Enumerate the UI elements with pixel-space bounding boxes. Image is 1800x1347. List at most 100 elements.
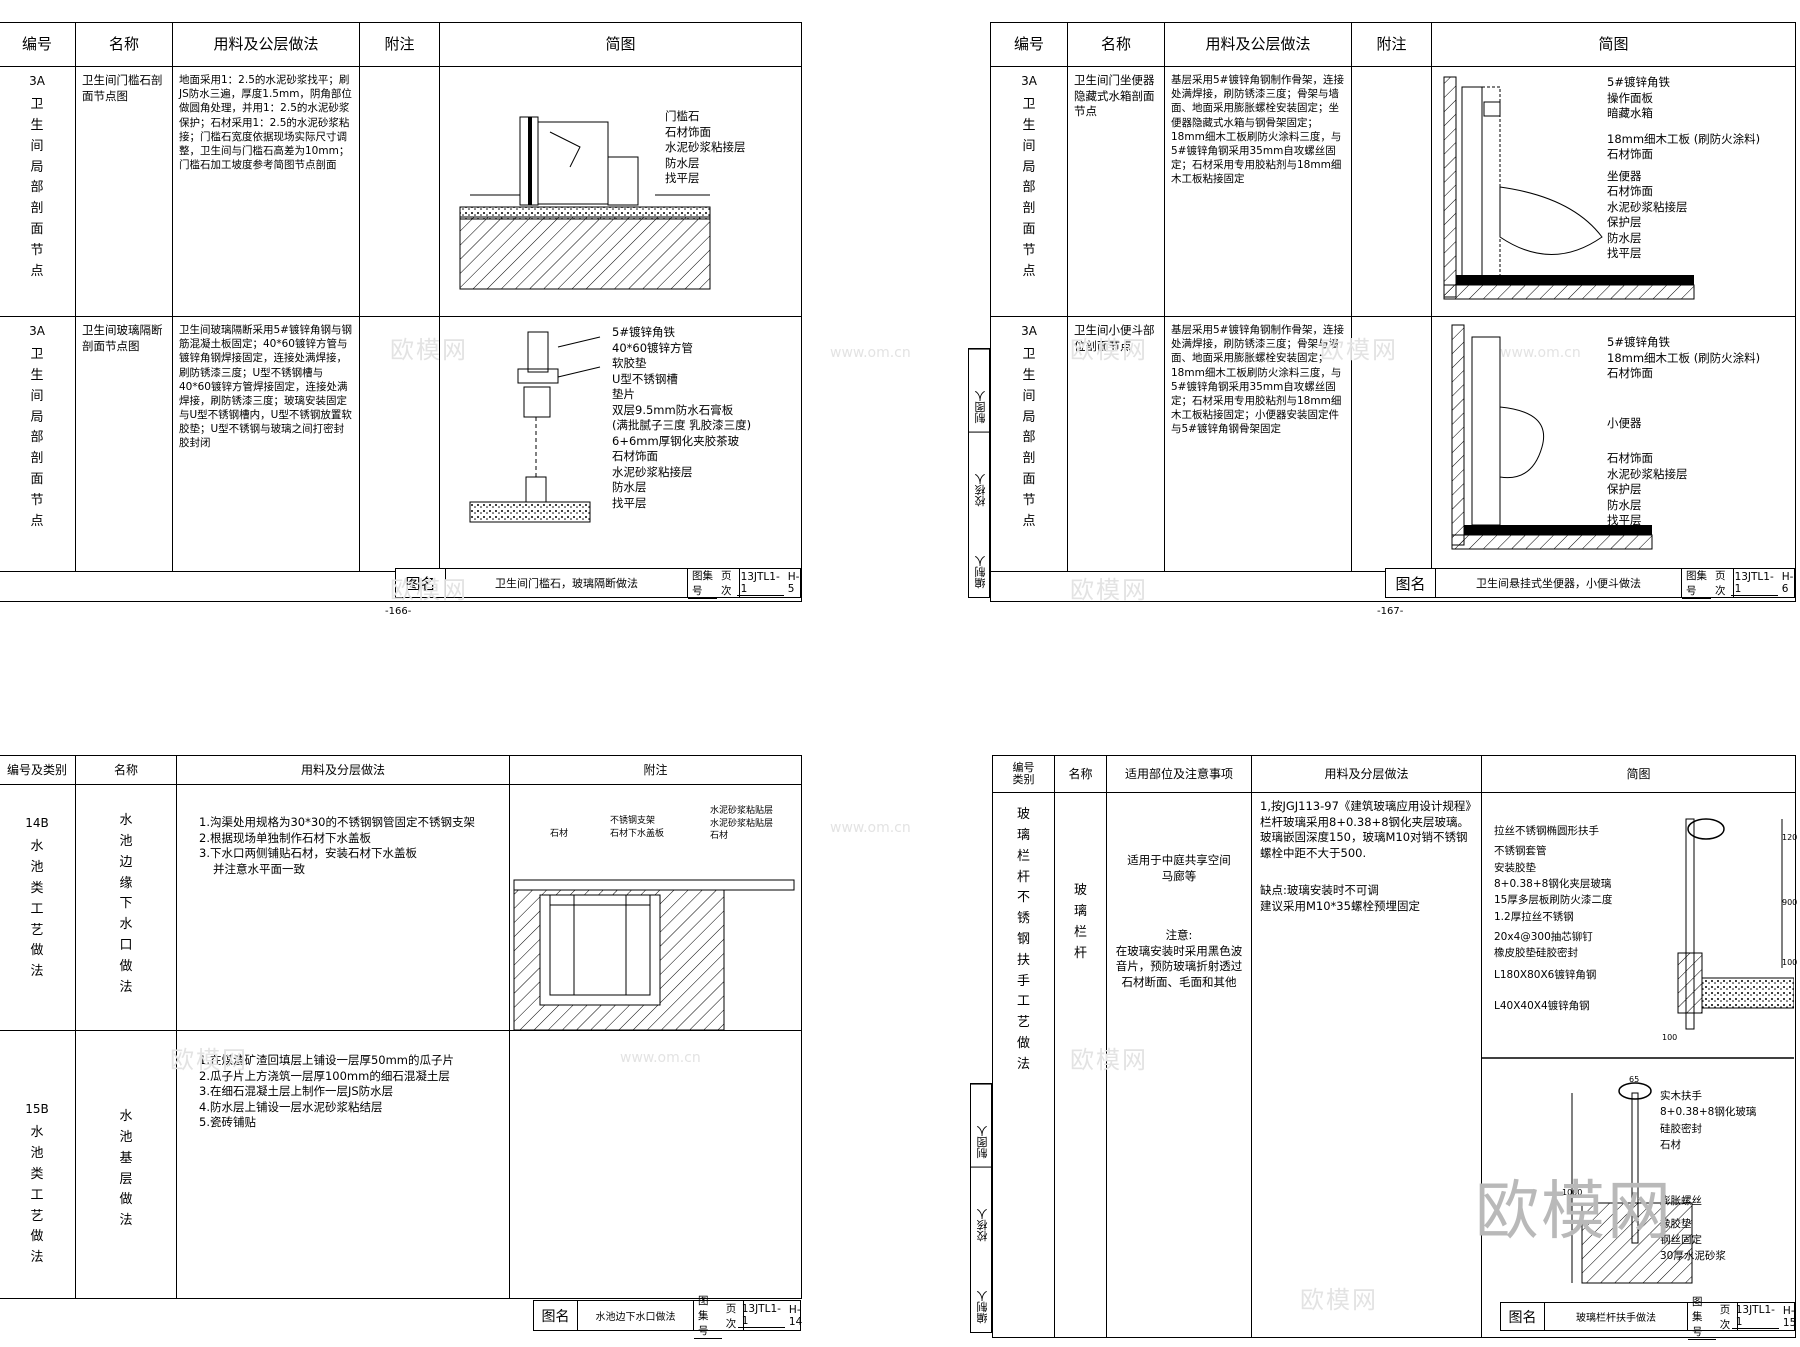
label-item: 钢丝固定 [1660,1233,1702,1246]
step-item: 3.下水口两侧铺贴石材，安装石材下水盖板 [199,846,417,861]
label-item: 水泥砂浆粘贴层 [710,806,774,817]
watermark-url: www.om.cn [830,345,911,361]
row-steps: 1.沟渠处用规格为30*30的不锈钢钢管固定不锈钢支架 2.根据现场单独制作石材… [176,784,510,1032]
header-materials: 用料及公层做法 [172,22,360,67]
label-item: 操作面板 [1607,90,1653,105]
row-category: 水池类工艺做法 [30,839,44,980]
header-category: 类别 [1012,773,1035,787]
step-item: 并注意水平面一致 [213,861,305,876]
row-code: 3A [1021,324,1037,338]
row-name: 水池基层做法 [119,1109,133,1229]
drawing-title: 卫生间门槛石，玻璃隔断做法 [446,569,688,597]
label-item: 石材 [1660,1138,1681,1151]
label-item: 坐便器 [1607,168,1642,183]
step-item: 4.防水层上铺设一层水泥砂浆粘结层 [199,1099,383,1114]
row-materials: 1,按JGJ113-97《建筑玻璃应用设计规程》栏杆玻璃采用8+0.38+8钢化… [1251,792,1482,1339]
sketch-threshold: 门槛石 石材饰面 水泥砂浆粘接层 防水层 找平层 [439,66,802,317]
header-name: 名称 [75,754,177,786]
label-item: 石材下水盖板 [610,828,665,839]
signature-strip: 制图人 校核人 编制人 [968,348,990,598]
label-item: 5#镀锌角铁 [1607,335,1670,349]
glass-labels: 5#镀锌角铁 40*60镀锌方管 软胶垫 U型不锈钢槽 垫片 双层9.5mm防水… [612,325,802,511]
label-item: 找平层 [612,495,647,510]
label-item: 防水层 [1607,230,1642,245]
label-item: 保护层 [1607,482,1642,497]
drafter-label: 制图人 [971,1084,991,1167]
checker-label: 校核人 [969,431,989,515]
dim-label: 900 [1782,898,1798,908]
title-label: 图名 [1501,1303,1545,1330]
step-item: 1.沟渠处用规格为30*30的不锈钢钢管固定不锈钢支架 [199,815,475,830]
label-item: 不锈钢套管 [1494,845,1547,858]
header-materials: 用料及公层做法 [1164,22,1352,67]
compiler-label: 编制人 [976,1290,989,1324]
page-number: H-14 [788,1303,803,1328]
urinal-labels: 5#镀锌角铁 18mm细木工板 (刷防火涂料) 石材饰面 小便器 石材饰面 水泥… [1607,335,1797,529]
sheet4-table: 编号类别 名称 适用部位及注意事项 用料及分层做法 简图 玻璃栏杆不锈钢扶手工艺… [992,754,1798,1339]
row-notes [509,1030,802,1300]
header-sketch: 简图 [439,22,802,67]
header-code-category: 编号及类别 [0,754,76,786]
header-notes: 附注 [509,754,802,786]
set-label: 图集号 [688,568,717,599]
header-name: 名称 [1067,22,1165,67]
label-item: 软胶垫 [612,356,647,371]
usage-text: 适用于中庭共享空间马廊等 [1127,853,1231,883]
toilet-labels: 5#镀锌角铁 操作面板 暗藏水箱 18mm细木工板 (刷防火涂料) 石材饰面 坐… [1607,75,1797,262]
railing-section-drawing [1482,818,1794,1284]
drafter-label: 制图人 [969,349,989,432]
label-item: 橡皮胶垫硅胶密封 [1494,947,1578,960]
label-item: 不锈钢支架 [610,816,656,827]
step-item: 2.根据现场单独制作石材下水盖板 [199,830,371,845]
label-item: 水泥砂浆粘接层 [1607,199,1688,214]
drain-labels-outer: 水泥砂浆粘贴层 水泥砂浆粘贴层 石材 [710,805,773,843]
label-item: 石材饰面 [1607,184,1653,199]
label-item: L180X80X6镀锌角钢 [1494,969,1597,982]
row-materials: 基层采用5#镀锌角钢制作骨架，连接处满焊接，刷防锈漆三度；骨架与墙面、地面采用膨… [1164,66,1352,317]
label-item: 门槛石 [665,109,700,123]
label-item: 5#镀锌角铁 [612,325,675,339]
page-footer: -167- [1377,606,1404,617]
dim-label: 1000 [1562,1188,1583,1198]
threshold-section-drawing [459,116,711,290]
sketch-urinal: 5#镀锌角铁 18mm细木工板 (刷防火涂料) 石材饰面 小便器 石材饰面 水泥… [1431,316,1797,572]
label-item: 石材饰面 [665,124,711,139]
step-item: 2.瓜子片上方浇筑一层厚100mm的细石混凝土层 [199,1068,450,1083]
step-item: 1.在煤渣矿渣回填层上铺设一层厚50mm的瓜子片 [199,1053,455,1068]
label-item: 40*60镀锌方管 [612,340,694,355]
row-materials: 基层采用5#镀锌角钢制作骨架，连接处满焊接，刷防锈漆三度；骨架与墙面、地面采用膨… [1164,316,1352,572]
row-steps: 1.在煤渣矿渣回填层上铺设一层厚50mm的瓜子片 2.瓜子片上方浇筑一层厚100… [176,1030,510,1300]
label-item: 保护层 [1607,215,1642,230]
row-category: 卫生间局部剖面节点 [30,97,44,279]
defect-text: 缺点:玻璃安装时不可调 [1260,883,1379,898]
label-item: 双层9.5mm防水石膏板 [612,402,734,417]
dim-label: 100 [1782,958,1798,968]
label-item: 水泥砂浆粘接层 [665,140,746,155]
drain-section-drawing [513,879,795,1031]
row-notes [1351,66,1432,317]
railing-labels-top: 拉丝不锈钢椭圆形扶手 不锈钢套管 安装胶垫 8+0.38+8钢化夹层玻璃 15厚… [1494,823,1612,1014]
toilet-section-drawing [1443,76,1695,300]
row-code: 15B [25,1102,49,1117]
page-number: H-6 [1781,571,1794,595]
set-label: 图集号 [1688,1294,1716,1340]
header-usage: 适用部位及注意事项 [1106,754,1252,794]
sketch-drain: 不锈钢支架 石材下水盖板 石材 水泥砂浆粘贴层 水泥砂浆粘贴层 石材 [509,784,802,1032]
row-category: 卫生间局部剖面节点 [1022,347,1036,529]
step-item: 3.在细石混凝土层上制作一层JS防水层 [199,1084,394,1099]
dim-label: 100 [1662,1033,1678,1043]
label-item: 橡胶垫 [1660,1217,1692,1230]
label-item: 防水层 [1607,497,1642,512]
label-item: 石材 [550,829,569,840]
sketch-railing: 拉丝不锈钢椭圆形扶手 不锈钢套管 安装胶垫 8+0.38+8钢化夹层玻璃 15厚… [1481,792,1798,1339]
label-item: 8+0.38+8钢化玻璃 [1660,1106,1757,1119]
sketch-toilet: 5#镀锌角铁 操作面板 暗藏水箱 18mm细木工板 (刷防火涂料) 石材饰面 坐… [1431,66,1797,317]
row-name: 卫生间小便斗部位剖面节点 [1067,316,1165,572]
label-item: 找平层 [1607,246,1642,261]
note-text: 在玻璃安装时采用黑色波音片，预防玻璃折射透过石材断面、毛面和其他 [1115,943,1243,989]
